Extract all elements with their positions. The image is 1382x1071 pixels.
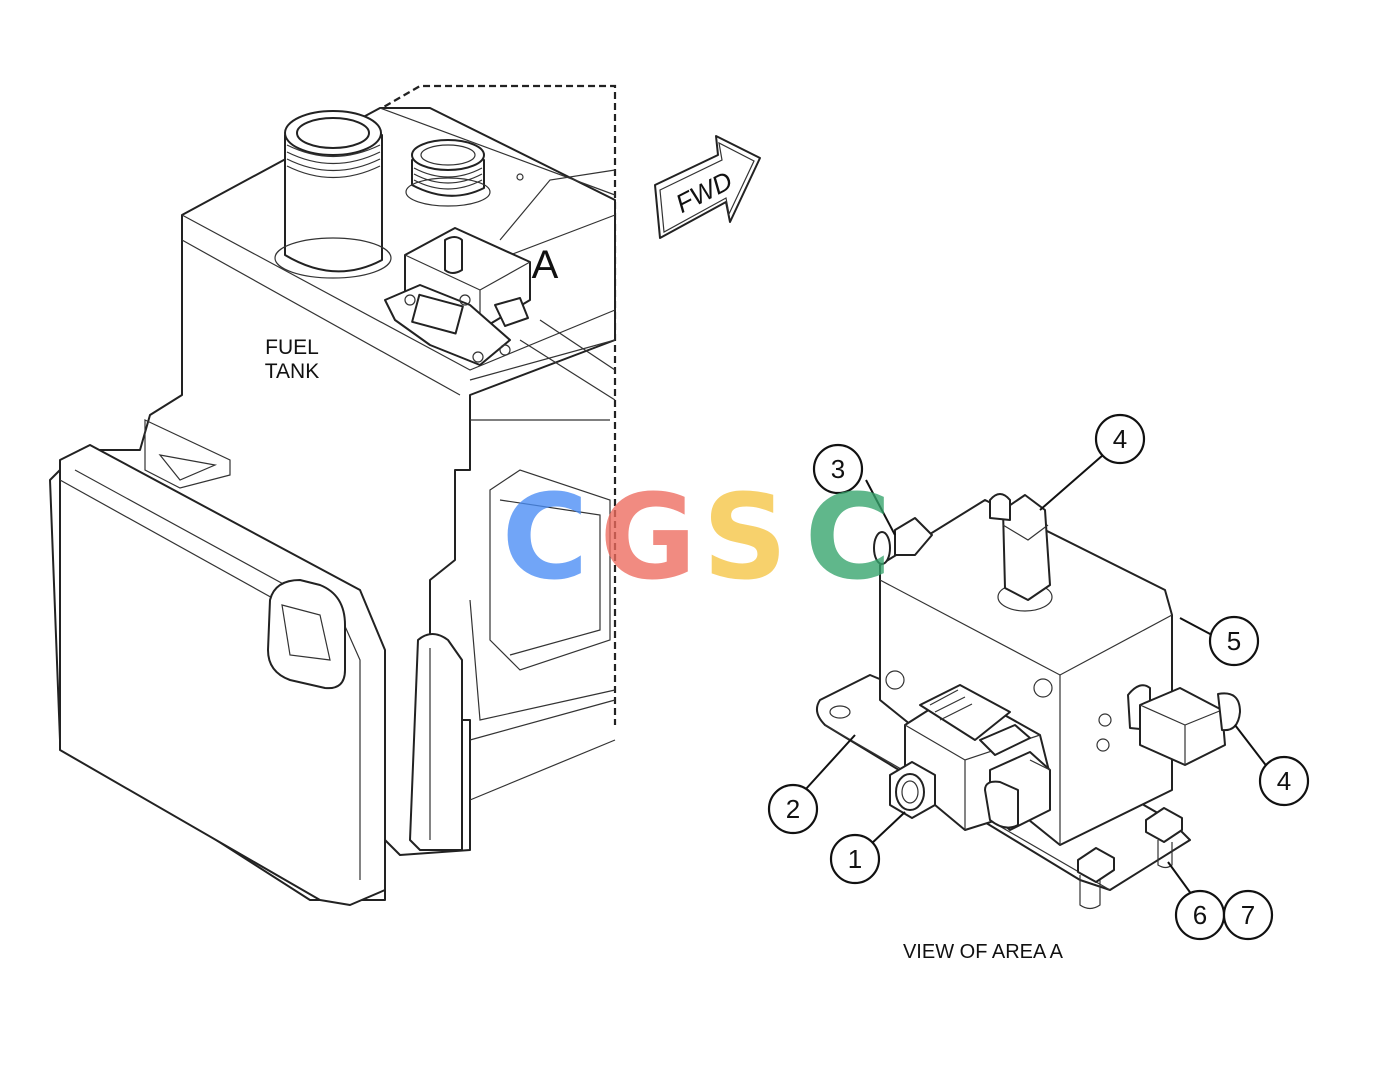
solenoid-connector bbox=[904, 684, 1051, 831]
callout-3: 3 bbox=[812, 443, 864, 495]
callout-6: 6 bbox=[1174, 889, 1226, 941]
inlet-fitting bbox=[889, 761, 936, 819]
callout-5: 5 bbox=[1208, 615, 1260, 667]
fuel-tank-label-line2: TANK bbox=[265, 360, 319, 383]
callout-7: 7 bbox=[1222, 889, 1274, 941]
svg-text:4: 4 bbox=[1113, 424, 1127, 454]
callout-4-right: 4 bbox=[1258, 755, 1310, 807]
bolt-front bbox=[1077, 847, 1115, 910]
bolt-rear bbox=[1145, 807, 1183, 869]
svg-text:4: 4 bbox=[1277, 766, 1291, 796]
watermark-letter-c2: C bbox=[805, 468, 892, 606]
valve-assembly-drawing bbox=[815, 493, 1241, 910]
area-a-valve-small bbox=[384, 227, 531, 366]
svg-text:7: 7 bbox=[1241, 900, 1255, 930]
watermark-letter-g: G bbox=[600, 468, 697, 606]
svg-text:1: 1 bbox=[848, 844, 862, 874]
right-elbow-fitting bbox=[1127, 684, 1241, 766]
small-cap bbox=[405, 139, 524, 207]
callout-leaders bbox=[804, 454, 1269, 896]
svg-text:3: 3 bbox=[831, 454, 845, 484]
fuel-tank-drawing bbox=[49, 84, 617, 906]
area-a-marker: A bbox=[532, 243, 559, 287]
left-fitting-oring bbox=[873, 517, 933, 565]
callout-1: 1 bbox=[829, 833, 881, 885]
fwd-arrow-icon: FWD bbox=[654, 135, 761, 239]
cgsc-watermark-logo: C G S C bbox=[502, 468, 892, 606]
watermark-letter-c1: C bbox=[502, 468, 589, 606]
view-caption: VIEW OF AREA A bbox=[903, 941, 1064, 963]
svg-text:6: 6 bbox=[1193, 900, 1207, 930]
callout-2: 2 bbox=[767, 783, 819, 835]
callout-4-top: 4 bbox=[1094, 413, 1146, 465]
svg-text:5: 5 bbox=[1227, 626, 1241, 656]
filler-neck bbox=[274, 110, 392, 279]
top-elbow-fitting bbox=[989, 493, 1053, 612]
watermark-letter-s: S bbox=[703, 468, 788, 606]
fuel-tank-label-line1: FUEL bbox=[265, 336, 319, 359]
svg-text:2: 2 bbox=[786, 794, 800, 824]
